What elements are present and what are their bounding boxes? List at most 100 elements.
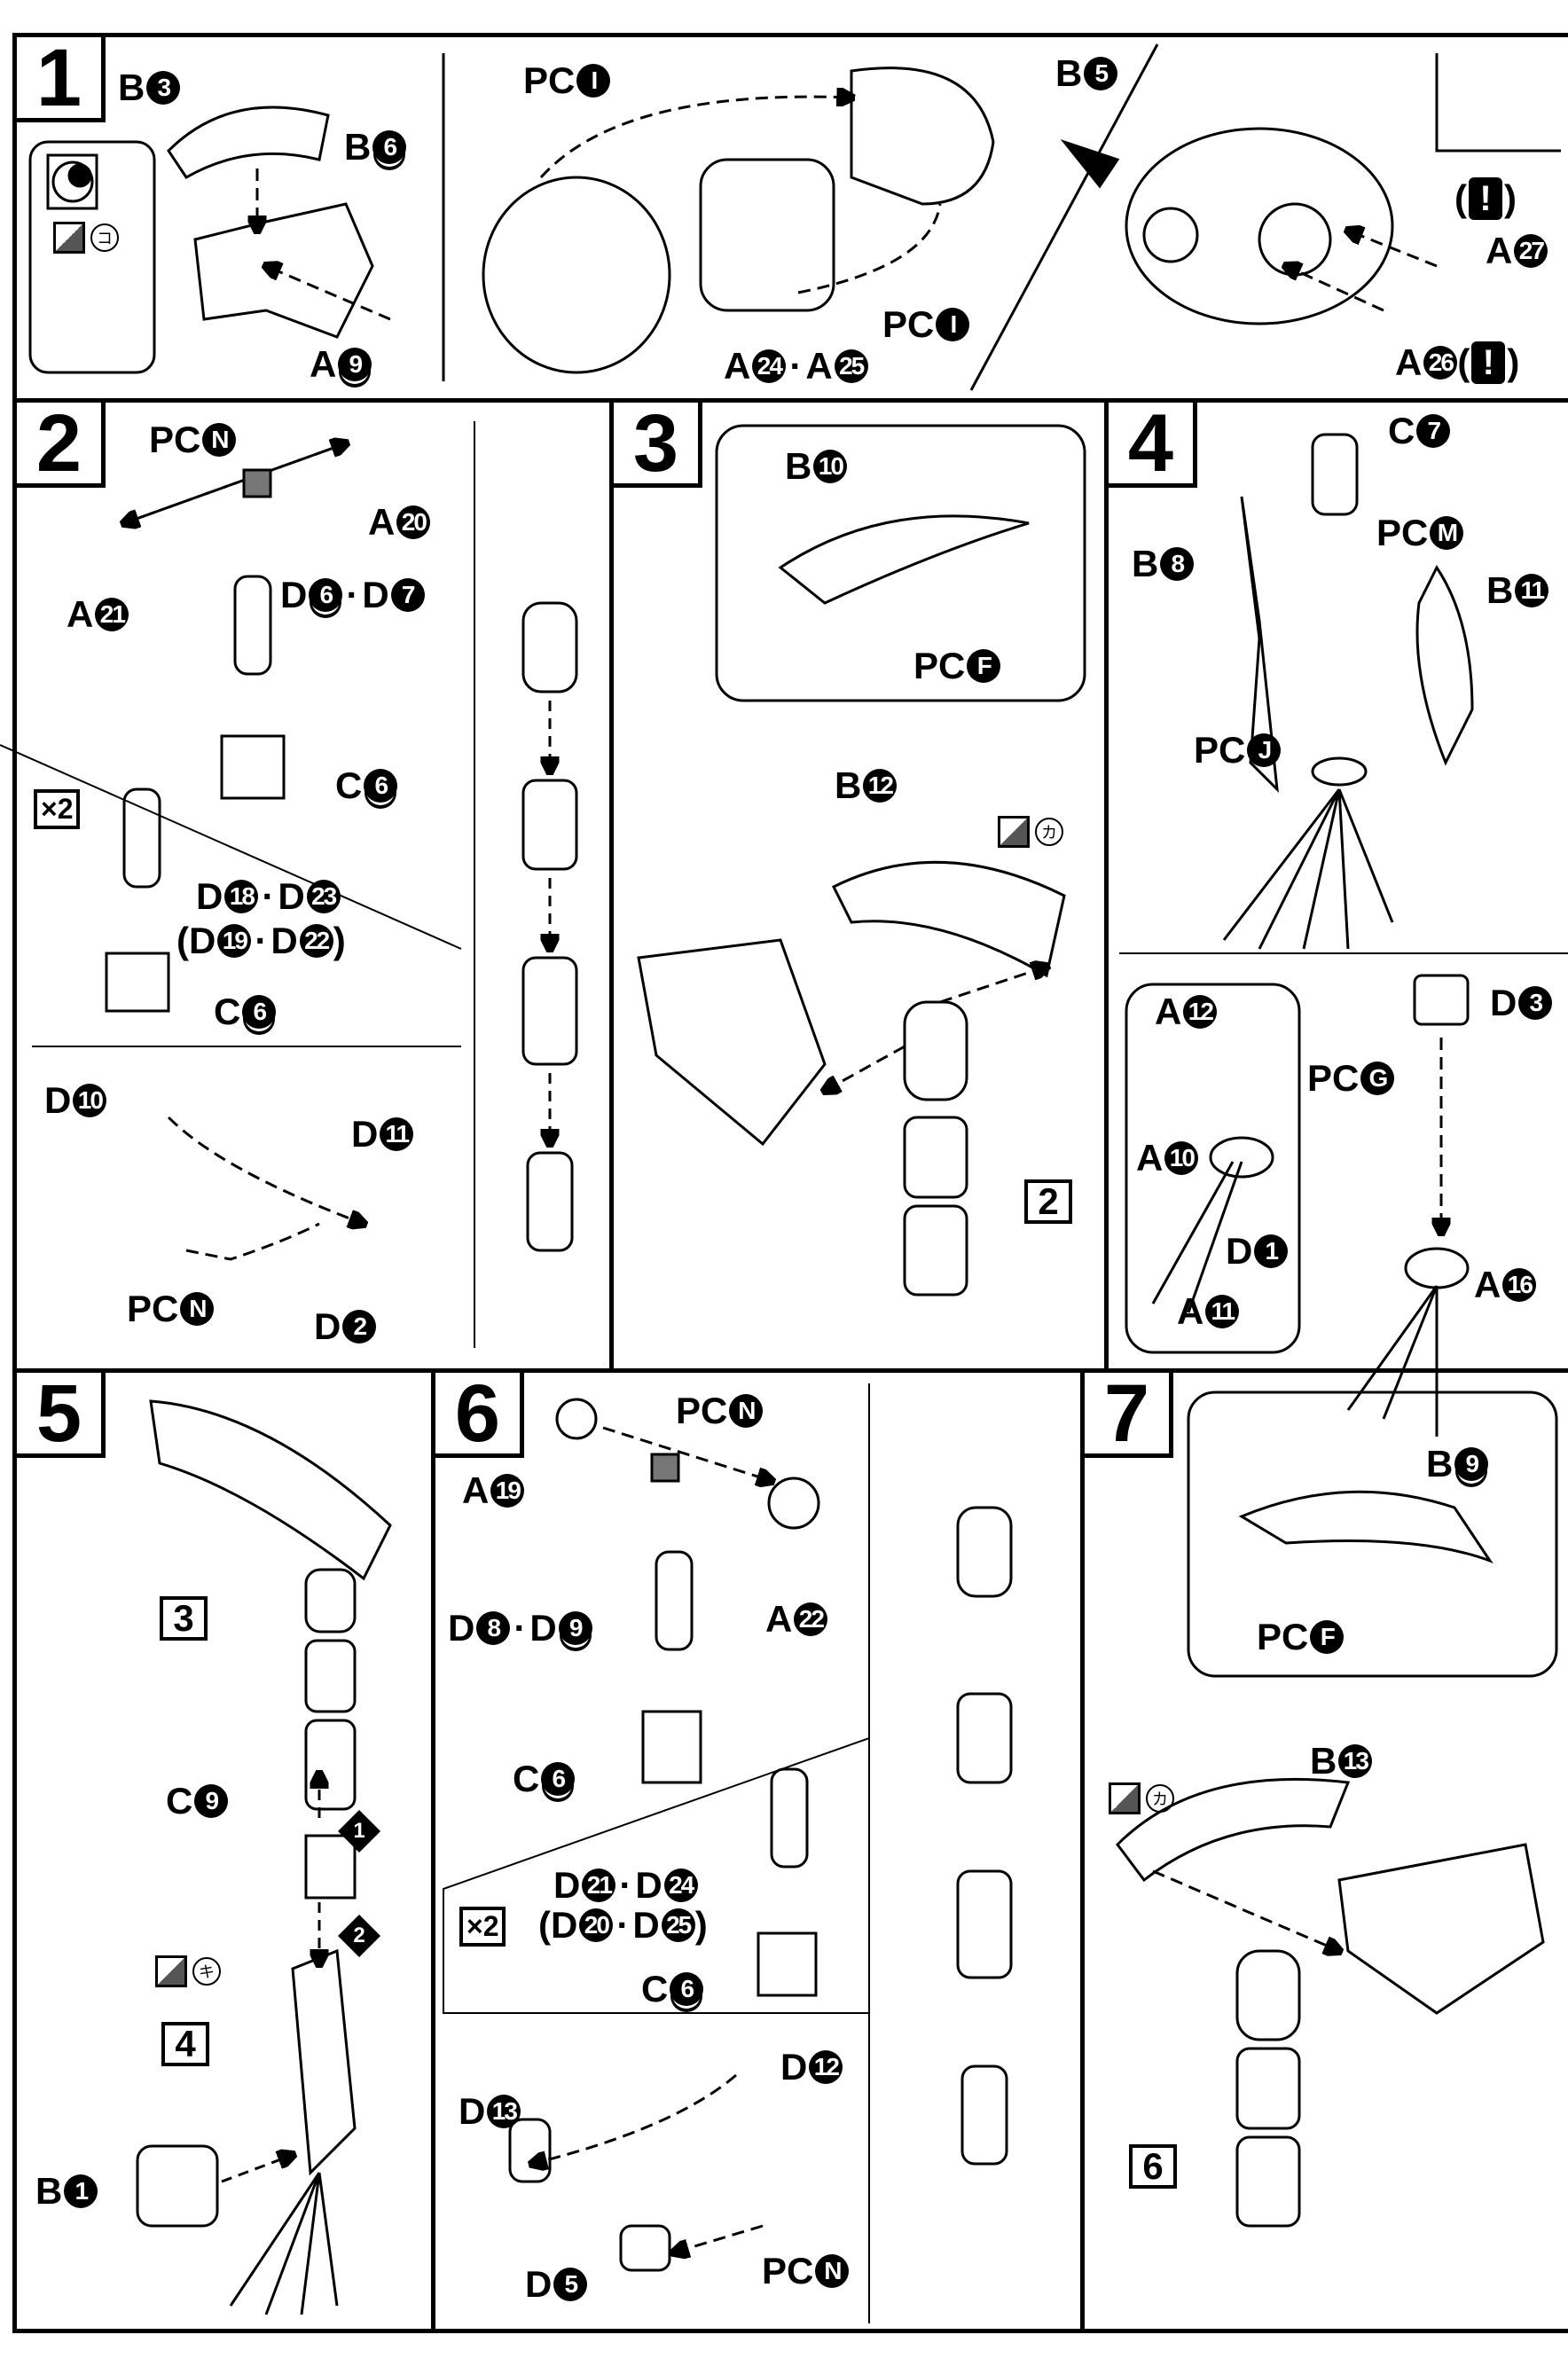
step-number-3: 3	[614, 403, 702, 488]
paren-open: (	[1454, 177, 1467, 219]
runner-letter: PC	[149, 419, 201, 460]
part-number-badge: 24	[752, 349, 787, 383]
runner-letter: D	[525, 2263, 553, 2305]
runner-letter: C	[335, 764, 363, 806]
separator: ·	[346, 574, 359, 615]
runner-letter: A	[67, 593, 94, 635]
part-number-badge: F	[967, 649, 1001, 683]
step-number-5: 5	[17, 1373, 106, 1458]
runner-letter: D	[551, 1904, 578, 1946]
runner-letter: B	[1132, 543, 1159, 584]
part-number-badge: 6	[670, 1972, 704, 2006]
part-number-badge: 12	[863, 769, 898, 803]
runner-letter: A	[1155, 991, 1182, 1032]
paint-guide-step1: コ	[53, 222, 119, 254]
part-number-badge: M	[1430, 516, 1464, 550]
part-number-badge: 6	[309, 578, 343, 612]
runner-letter: B	[118, 67, 145, 108]
runner-letter: D	[314, 1305, 341, 1347]
paint-guide-step7: カ	[1109, 1782, 1174, 1814]
paint-swatch-icon	[998, 816, 1030, 848]
separator: ·	[619, 1864, 632, 1906]
paint-code: キ	[192, 1957, 221, 1986]
part-number-badge: 12	[809, 2050, 843, 2084]
separator: ·	[616, 1904, 630, 1946]
runner-letter: B	[1486, 569, 1514, 611]
part-number-badge: 3	[1518, 986, 1553, 1020]
part-number-badge: 7	[1416, 414, 1451, 448]
part-number-badge: F	[1310, 1620, 1345, 1654]
paint-swatch-icon	[155, 1955, 187, 1987]
runner-letter: B	[835, 764, 862, 806]
separator: ·	[255, 920, 268, 961]
runner-letter: D	[459, 2090, 486, 2132]
part-number-badge: 11	[1205, 1295, 1240, 1328]
runner-letter: PC	[882, 303, 935, 345]
runner-letter: A	[1136, 1137, 1164, 1179]
part-number-badge: 5	[553, 2268, 588, 2301]
runner-letter: D	[635, 1864, 662, 1906]
row-divider	[12, 398, 1568, 403]
runner-letter: D	[780, 2046, 808, 2088]
part-number-badge: 11	[1515, 574, 1549, 607]
caution-icon: !	[1469, 177, 1502, 220]
runner-letter: A	[310, 343, 337, 385]
part-number-badge: 10	[73, 1084, 107, 1117]
runner-letter: C	[1388, 410, 1415, 451]
quantity-badge: ×2	[459, 1907, 506, 1947]
step2-parts	[0, 421, 578, 1348]
part-number-badge: 18	[224, 880, 259, 913]
runner-letter: PC	[523, 59, 576, 101]
runner-letter: D	[362, 574, 389, 615]
step-number-6: 6	[435, 1373, 524, 1458]
runner-letter: D	[448, 1607, 475, 1649]
paint-guide-step3: カ	[998, 816, 1063, 848]
runner-letter: D	[44, 1079, 72, 1121]
runner-letter: D	[529, 1607, 557, 1649]
separator: ·	[514, 1607, 527, 1649]
part-number-badge: 7	[390, 578, 425, 612]
step6-parts	[443, 1383, 1013, 2323]
step3-parts	[637, 424, 1086, 1297]
runner-letter: D	[270, 920, 298, 961]
runner-letter: A	[462, 1469, 490, 1511]
runner-letter: B	[35, 2170, 63, 2212]
part-number-badge: N	[815, 2254, 850, 2288]
part-number-badge: 20	[579, 1908, 614, 1942]
step7-parts	[1116, 1391, 1558, 2228]
paint-swatch-icon	[1109, 1782, 1141, 1814]
part-number-badge: I	[936, 308, 970, 341]
runner-letter: D	[280, 574, 308, 615]
paren-close: )	[694, 1904, 708, 1946]
runner-letter: PC	[913, 645, 966, 686]
part-number-badge: 10	[813, 450, 848, 483]
